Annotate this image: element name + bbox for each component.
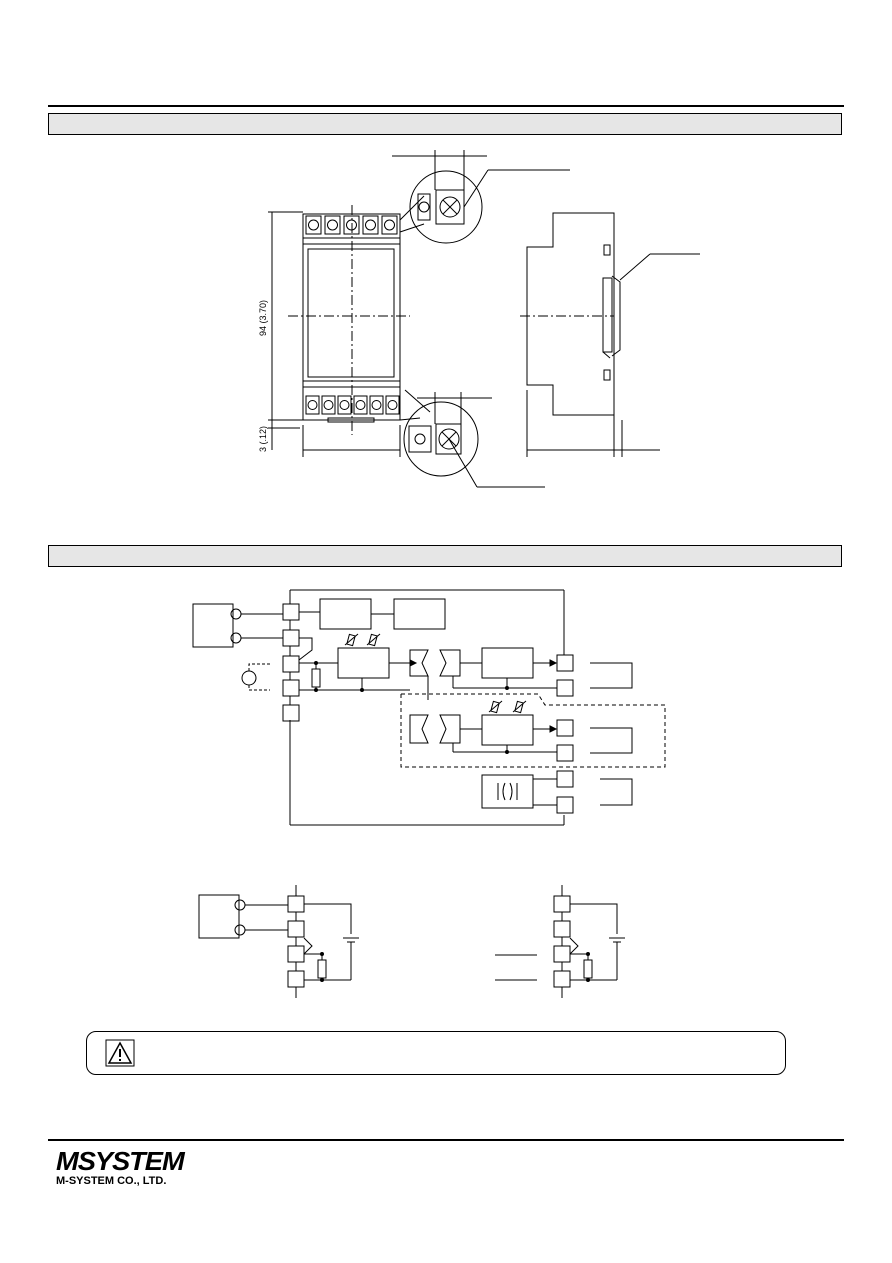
section-header-schematic xyxy=(48,545,842,567)
warning-triangle-icon xyxy=(105,1039,135,1067)
dimension-offset-label: 3 (.12) xyxy=(258,426,268,452)
front-view xyxy=(288,205,410,435)
company-name: M-SYSTEM CO., LTD. xyxy=(56,1175,167,1187)
top-terminal-row xyxy=(305,215,398,235)
footer-rule xyxy=(48,1139,844,1141)
company-logo: MSYSTEM M-SYSTEM CO., LTD. xyxy=(56,1148,185,1187)
dimension-height-label: 94 (3.70) xyxy=(258,300,268,336)
top-rule xyxy=(48,105,844,107)
block-diagram xyxy=(192,589,666,826)
section-header-dimensions xyxy=(48,113,842,135)
front-dimensions xyxy=(268,211,401,457)
terminal-detail-bottom xyxy=(399,389,545,488)
bottom-terminal-row xyxy=(305,395,400,415)
warning-box xyxy=(86,1031,786,1075)
sub-diagram-left xyxy=(198,885,359,998)
sub-diagram-right xyxy=(495,885,625,998)
side-view xyxy=(520,212,700,457)
logo-wordmark: MSYSTEM xyxy=(56,1146,185,1176)
terminal-detail-top xyxy=(392,150,570,244)
